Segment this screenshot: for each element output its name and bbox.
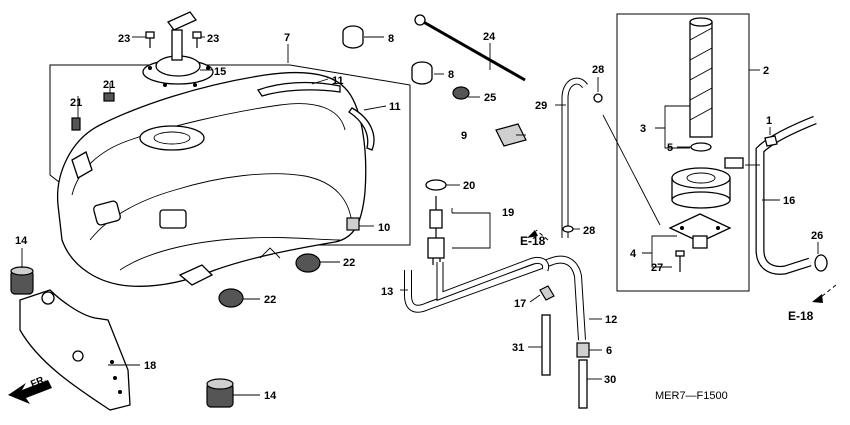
fuel-valve-body — [671, 157, 744, 209]
callout-18: 18 — [144, 360, 156, 372]
callout-19: 19 — [502, 207, 514, 219]
reference-e18-right: E-18 — [788, 309, 814, 323]
clip-10 — [346, 217, 360, 231]
diagram-code: MER7—F1500 — [655, 390, 728, 402]
callout-27: 27 — [651, 262, 663, 274]
joint-17 — [539, 285, 555, 301]
callout-1: 1 — [766, 115, 772, 127]
callout-14-lower: 14 — [264, 390, 277, 402]
fuel-valve-group-box — [616, 13, 750, 292]
rubber-14-lower — [206, 378, 234, 408]
tube-30 — [578, 359, 588, 409]
callout-25: 25 — [484, 92, 496, 104]
leader-lines — [21, 36, 837, 396]
callout-13: 13 — [381, 286, 393, 298]
callout-21-upper: 21 — [103, 79, 115, 91]
callout-26: 26 — [811, 230, 823, 242]
o-ring-20 — [425, 179, 447, 191]
fuel-strainer-3 — [689, 17, 713, 138]
tube-31 — [541, 314, 551, 376]
callout-22-right: 22 — [343, 257, 355, 269]
fuel-cap-assembly — [142, 11, 214, 87]
fuel-pipe-16 — [755, 115, 817, 275]
callout-11-lower: 11 — [389, 101, 401, 113]
valve-plate-4 — [668, 213, 732, 249]
fuel-pipe-12-13 — [404, 255, 586, 341]
callout-24: 24 — [483, 31, 496, 43]
bolt-23-right — [192, 31, 202, 48]
fuel-tank — [56, 71, 367, 287]
callout-14-upper: 14 — [15, 235, 28, 247]
front-direction-arrow-icon — [8, 380, 52, 404]
callout-20: 20 — [463, 180, 475, 192]
callout-21-lower: 21 — [70, 97, 82, 109]
callout-5: 5 — [667, 142, 673, 154]
mounting-rod-24 — [414, 14, 526, 82]
callout-7: 7 — [284, 32, 290, 44]
callout-9: 9 — [461, 130, 467, 142]
callout-11-upper: 11 — [332, 75, 344, 87]
callout-8-lower: 8 — [448, 69, 454, 81]
clip-28-upper — [593, 93, 603, 103]
screw-27 — [675, 250, 685, 272]
fuel-tank-group-box — [49, 64, 411, 246]
callout-28-lower: 28 — [583, 225, 595, 237]
callout-2: 2 — [763, 65, 769, 77]
callout-12: 12 — [605, 314, 617, 326]
clip-21-upper — [103, 92, 115, 102]
grommet-22-right — [295, 253, 321, 273]
nut-8-upper — [342, 25, 364, 49]
callout-23-left: 23 — [118, 33, 130, 45]
callout-16: 16 — [783, 195, 795, 207]
callout-8-upper: 8 — [388, 33, 394, 45]
o-ring-5 — [690, 142, 712, 152]
clip-21-lower — [71, 117, 81, 131]
clip-28-lower — [562, 225, 574, 233]
callout-17: 17 — [514, 298, 526, 310]
callout-6: 6 — [606, 345, 612, 357]
clip-26 — [814, 254, 828, 272]
clamp-6 — [576, 342, 590, 358]
hose-29 — [561, 77, 588, 238]
pad-9 — [495, 123, 527, 147]
callout-10: 10 — [378, 222, 390, 234]
clip-1 — [764, 135, 778, 147]
callout-3: 3 — [640, 123, 646, 135]
rubber-14-upper — [10, 266, 34, 295]
callout-30: 30 — [604, 374, 616, 386]
fuel-level-sensor-19 — [427, 196, 445, 265]
callout-31: 31 — [512, 342, 524, 354]
bracket-18 — [19, 289, 131, 411]
nut-8-lower — [411, 61, 433, 85]
callout-28-upper: 28 — [592, 64, 604, 76]
callout-4: 4 — [630, 248, 637, 260]
seal-11-upper — [256, 81, 341, 97]
grommet-22-left — [218, 288, 244, 308]
bolt-23-left — [145, 31, 155, 48]
seal-11-lower — [348, 107, 375, 151]
reference-e18-left: E-18 — [520, 234, 546, 248]
callout-29: 29 — [535, 100, 547, 112]
callout-23-right: 23 — [207, 33, 219, 45]
callout-22-left: 22 — [264, 294, 276, 306]
nut-25 — [452, 86, 470, 100]
callout-15: 15 — [214, 66, 226, 78]
